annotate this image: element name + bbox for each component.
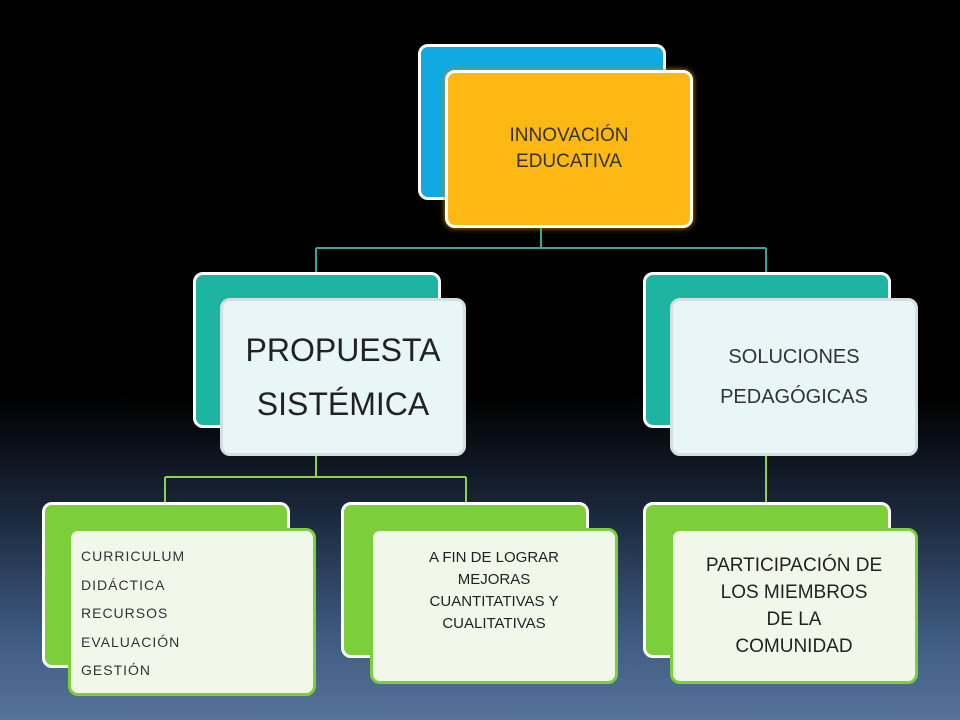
participacion-node-line-2: LOS MIEMBROS bbox=[720, 582, 868, 603]
mejoras-node-line-2: MEJORAS bbox=[457, 571, 531, 588]
curriculum-item-1: CURRICULUM bbox=[81, 548, 186, 564]
root-node-line-2: EDUCATIVA bbox=[516, 151, 622, 172]
participacion-node: PARTICIPACIÓN DE LOS MIEMBROS DE LA COMU… bbox=[670, 528, 918, 684]
curriculum-item-4: EVALUACIÓN bbox=[81, 633, 181, 650]
soluciones-node-line-2: PEDAGÓGICAS bbox=[720, 386, 868, 408]
curriculum-item-3: RECURSOS bbox=[81, 605, 169, 621]
root-node-line-1: INNOVACIÓN bbox=[509, 125, 629, 146]
curriculum-item-2: DIDÁCTICA bbox=[81, 576, 166, 593]
participacion-node-line-3: DE LA bbox=[766, 609, 822, 630]
soluciones-node-line-1: SOLUCIONES bbox=[728, 346, 860, 368]
participacion-node-line-4: COMUNIDAD bbox=[735, 636, 853, 657]
mejoras-node-line-3: CUANTITATIVAS Y bbox=[429, 593, 559, 610]
propuesta-node-line-1: PROPUESTA bbox=[245, 332, 441, 368]
participacion-node-line-1: PARTICIPACIÓN DE bbox=[705, 555, 883, 576]
mejoras-node-line-1: A FIN DE LOGRAR bbox=[428, 549, 560, 566]
propuesta-node: PROPUESTA SISTÉMICA bbox=[220, 298, 466, 456]
soluciones-node: SOLUCIONES PEDAGÓGICAS bbox=[670, 298, 918, 456]
propuesta-node-line-2: SISTÉMICA bbox=[256, 386, 430, 422]
mejoras-node: A FIN DE LOGRAR MEJORAS CUANTITATIVAS Y … bbox=[370, 528, 618, 684]
root-node: INNOVACIÓN EDUCATIVA bbox=[445, 70, 693, 228]
curriculum-node: CURRICULUM DIDÁCTICA RECURSOS EVALUACIÓN… bbox=[68, 528, 316, 696]
curriculum-item-5: GESTIÓN bbox=[81, 662, 152, 678]
mejoras-node-line-4: CUALITATIVAS bbox=[442, 615, 546, 632]
